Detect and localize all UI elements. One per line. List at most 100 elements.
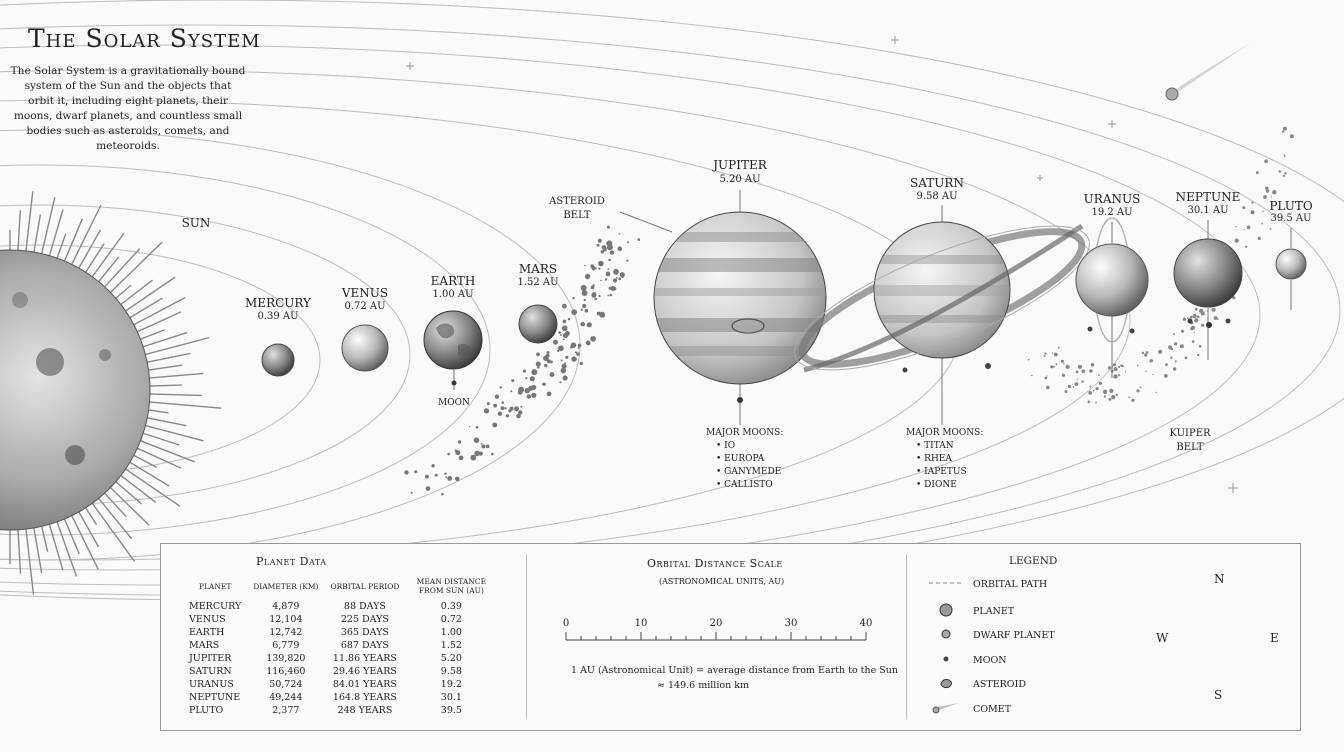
list-item: • EUROPA bbox=[716, 454, 765, 464]
star bbox=[1037, 175, 1043, 181]
asteroid bbox=[613, 268, 619, 275]
asteroid bbox=[517, 389, 523, 395]
earth-label: EARTH bbox=[430, 274, 476, 288]
sun-ray bbox=[135, 446, 182, 469]
kuiper-object bbox=[1081, 369, 1086, 374]
kuiper-object bbox=[1131, 398, 1135, 402]
kuiper-object bbox=[1269, 228, 1272, 230]
kuiper-object bbox=[1057, 346, 1060, 349]
asteroid bbox=[425, 474, 429, 479]
asteroid bbox=[470, 454, 477, 461]
list-item: • RHEA bbox=[916, 454, 952, 464]
asteroid bbox=[565, 355, 569, 359]
kuiper-object bbox=[1111, 395, 1116, 400]
kuiper-object bbox=[1281, 130, 1285, 133]
asteroid bbox=[577, 347, 580, 349]
asteroid bbox=[562, 319, 567, 324]
comet-icon bbox=[929, 701, 973, 718]
star bbox=[1228, 483, 1238, 493]
asteroid bbox=[570, 342, 577, 349]
legend-item: PLANET bbox=[929, 603, 1014, 620]
asteroid bbox=[500, 406, 505, 411]
column-header: MEAN DISTANCE FROM SUN (AU) bbox=[416, 577, 487, 595]
table-cell: NEPTUNE bbox=[189, 692, 241, 703]
sunspot bbox=[65, 445, 85, 465]
asteroid bbox=[605, 271, 611, 277]
table-cell: 30.1 bbox=[440, 692, 462, 703]
asteroid bbox=[516, 413, 521, 419]
sun-ray bbox=[131, 453, 158, 469]
kuiper-object bbox=[1245, 245, 1248, 248]
asteroid bbox=[492, 422, 498, 428]
kuiper-object bbox=[1089, 369, 1093, 373]
kuiper-object bbox=[1182, 317, 1187, 321]
sun-ray bbox=[77, 229, 102, 271]
info-panel: Planet Data PLANET DIAMETER (KM) ORBITAL… bbox=[160, 543, 1301, 731]
table-cell: 12,742 bbox=[269, 627, 303, 638]
table-cell: 1.00 bbox=[440, 627, 462, 638]
asteroid bbox=[501, 401, 505, 404]
kuiper-object bbox=[1072, 386, 1075, 388]
table-cell: 88 DAYS bbox=[343, 601, 386, 612]
kuiper-object bbox=[1173, 342, 1178, 346]
asteroid-belt-label-2: BELT bbox=[563, 210, 591, 221]
neptune-disc bbox=[1173, 238, 1243, 308]
jupiter-disc bbox=[653, 211, 827, 385]
kuiper-object bbox=[1118, 374, 1121, 377]
asteroid bbox=[497, 411, 503, 416]
kuiper-object bbox=[1046, 385, 1050, 390]
divider bbox=[526, 554, 527, 719]
kuiper-object bbox=[1092, 389, 1095, 392]
asteroid bbox=[544, 363, 548, 368]
kuiper-object bbox=[1076, 379, 1078, 381]
compass-s: S bbox=[1214, 688, 1223, 702]
sun-ray bbox=[102, 491, 127, 518]
asteroid bbox=[510, 390, 513, 393]
asteroid bbox=[559, 381, 562, 384]
venus-distance: 0.72 AU bbox=[344, 301, 386, 312]
table-cell: 39.5 bbox=[440, 705, 462, 716]
scale-bar bbox=[565, 632, 867, 641]
legend-label: ORBITAL PATH bbox=[973, 579, 1048, 590]
sun-ray bbox=[32, 214, 42, 255]
asteroid bbox=[594, 297, 598, 301]
asteroid bbox=[546, 359, 551, 364]
asteroid bbox=[441, 492, 444, 496]
jupiter-label: JUPITER bbox=[713, 158, 767, 172]
kuiper-object bbox=[1109, 388, 1114, 393]
table-cell: 164.8 YEARS bbox=[332, 692, 397, 703]
asteroid bbox=[598, 260, 604, 267]
kuiper-object bbox=[1261, 222, 1263, 225]
asteroid bbox=[576, 352, 580, 356]
kuiper-object bbox=[1075, 370, 1079, 374]
sun-ray bbox=[96, 256, 120, 284]
asteroid bbox=[583, 298, 586, 302]
kuiper-object bbox=[1098, 374, 1100, 376]
sun-ray bbox=[123, 276, 176, 313]
asteroid bbox=[558, 331, 561, 334]
asteroid bbox=[458, 455, 464, 461]
compass-w: W bbox=[1156, 631, 1169, 645]
asteroid bbox=[574, 351, 577, 354]
table-cell: 2,377 bbox=[272, 705, 300, 716]
asteroid bbox=[431, 464, 435, 468]
asteroid bbox=[618, 233, 621, 235]
stars bbox=[406, 36, 1238, 493]
asteroid bbox=[558, 345, 564, 352]
moon-label: MOON bbox=[438, 398, 470, 408]
asteroid bbox=[457, 440, 462, 444]
table-header-row: PLANET DIAMETER (KM) ORBITAL PERIOD MEAN… bbox=[183, 572, 497, 600]
sunspot bbox=[12, 292, 28, 308]
legend-label: PLANET bbox=[973, 605, 1015, 617]
kuiper-object bbox=[1055, 363, 1058, 366]
sun-ray bbox=[55, 519, 78, 577]
saturn-distance: 9.58 AU bbox=[916, 191, 958, 202]
sun-ray bbox=[17, 210, 21, 253]
kuiper-object bbox=[1284, 172, 1287, 175]
asteroid bbox=[598, 295, 601, 298]
kuiper-object bbox=[1136, 364, 1139, 367]
asteroid bbox=[590, 285, 595, 290]
table-cell: 116,460 bbox=[266, 666, 306, 677]
